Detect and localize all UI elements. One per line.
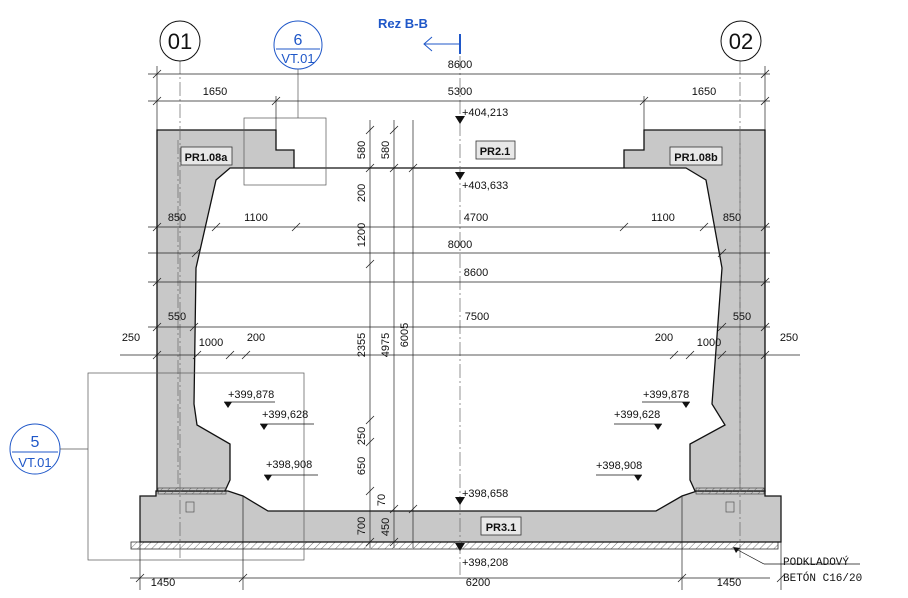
dim-550-right: 550 [733, 311, 751, 323]
level-left-haunch-bottom: +398,908 [266, 459, 312, 471]
level-right-haunch-mid: +399,628 [614, 409, 660, 421]
dim-8600: 8600 [464, 267, 488, 279]
label-right-wall: PR1.08b [674, 152, 718, 164]
detail-5-callout: 5 VT.01 [9, 372, 305, 561]
detail-5-frame [87, 372, 305, 561]
level-soffit: +403,633 [462, 180, 508, 192]
section-title: Rez B-B [378, 16, 428, 31]
dim-200-right: 200 [655, 332, 673, 344]
dim-1100-right: 1100 [651, 212, 675, 224]
dim-1000-right: 1000 [697, 337, 721, 349]
frame-walls-roof [156, 129, 766, 492]
axis-left-label: 01 [168, 29, 192, 54]
dim-4700: 4700 [464, 212, 488, 224]
dim-overall-top: 8600 [448, 59, 472, 71]
dim-bottom-mid: 6200 [466, 577, 490, 589]
level-right-haunch-top: +399,878 [643, 389, 689, 401]
section-marker: Rez B-B [378, 16, 461, 54]
dim-250-right: 250 [780, 332, 798, 344]
detail-5-number: 5 [31, 434, 40, 451]
element-labels: PR2.1 PR1.08a PR1.08b PR3.1 [180, 140, 723, 536]
left-joint [157, 487, 227, 495]
level-left-haunch-mid: +399,628 [262, 409, 308, 421]
label-left-wall: PR1.08a [185, 152, 229, 164]
dim-top-right: 1650 [692, 86, 716, 98]
dimension-lines [120, 66, 800, 590]
detail-6-frame [243, 117, 327, 186]
axis-right-bubble: 02 [720, 20, 762, 62]
dim-550-left: 550 [168, 311, 186, 323]
dim-450: 450 [380, 518, 392, 536]
dim-1000-left: 1000 [199, 337, 223, 349]
level-base: +398,208 [462, 557, 508, 569]
right-joint [695, 487, 765, 495]
dim-8000: 8000 [448, 239, 472, 251]
dim-4975: 4975 [380, 333, 392, 357]
dim-250-v: 250 [356, 427, 368, 445]
dim-bottom-left: 1450 [151, 577, 175, 589]
dim-6005: 6005 [399, 323, 411, 347]
dim-580-b: 580 [380, 141, 392, 159]
right-marker [725, 501, 735, 513]
detail-5-sheet: VT.01 [18, 455, 51, 470]
dim-200-haunch: 200 [356, 184, 368, 202]
dim-250-left: 250 [122, 332, 140, 344]
subbase-note-line2: BETÓN C16/20 [783, 571, 862, 585]
dim-7500: 7500 [465, 311, 489, 323]
subbase-note-line1: PODKLADOVÝ [783, 555, 849, 569]
subbase-note: PODKLADOVÝ BETÓN C16/20 [733, 547, 862, 585]
level-markers: +404,213 +403,633 +398,658 +398,208 +399… [224, 107, 690, 569]
dim-2355: 2355 [356, 333, 368, 357]
axis-left-bubble: 01 [159, 20, 201, 62]
dim-850-left: 850 [168, 212, 186, 224]
dim-bottom-right: 1450 [717, 577, 741, 589]
dim-top-left: 1650 [203, 86, 227, 98]
detail-6-sheet: VT.01 [281, 51, 314, 66]
label-bottom-slab: PR3.1 [486, 522, 517, 534]
dim-70: 70 [376, 494, 388, 506]
level-floor: +398,658 [462, 488, 508, 500]
dim-650: 650 [356, 457, 368, 475]
detail-6-callout: 6 VT.01 [243, 20, 327, 186]
left-marker [185, 501, 195, 513]
level-right-haunch-bottom: +398,908 [596, 460, 642, 472]
dimension-texts: 8600 1650 5300 1650 850 1100 4700 1100 8… [122, 59, 798, 589]
label-top-slab: PR2.1 [480, 146, 511, 158]
dim-200-left: 200 [247, 332, 265, 344]
dim-580-a: 580 [356, 141, 368, 159]
dim-1200: 1200 [356, 223, 368, 247]
axis-right-label: 02 [729, 29, 753, 54]
axis-lines [179, 34, 741, 575]
subbase-concrete [130, 541, 779, 550]
detail-6-number: 6 [294, 32, 303, 49]
dim-1100-left: 1100 [244, 212, 268, 224]
culvert-structure [130, 129, 782, 550]
dim-850-right: 850 [723, 212, 741, 224]
dim-700: 700 [356, 517, 368, 535]
dim-top-mid: 5300 [448, 86, 472, 98]
level-top-of-roof: +404,213 [462, 107, 508, 119]
level-left-haunch-top: +399,878 [228, 389, 274, 401]
